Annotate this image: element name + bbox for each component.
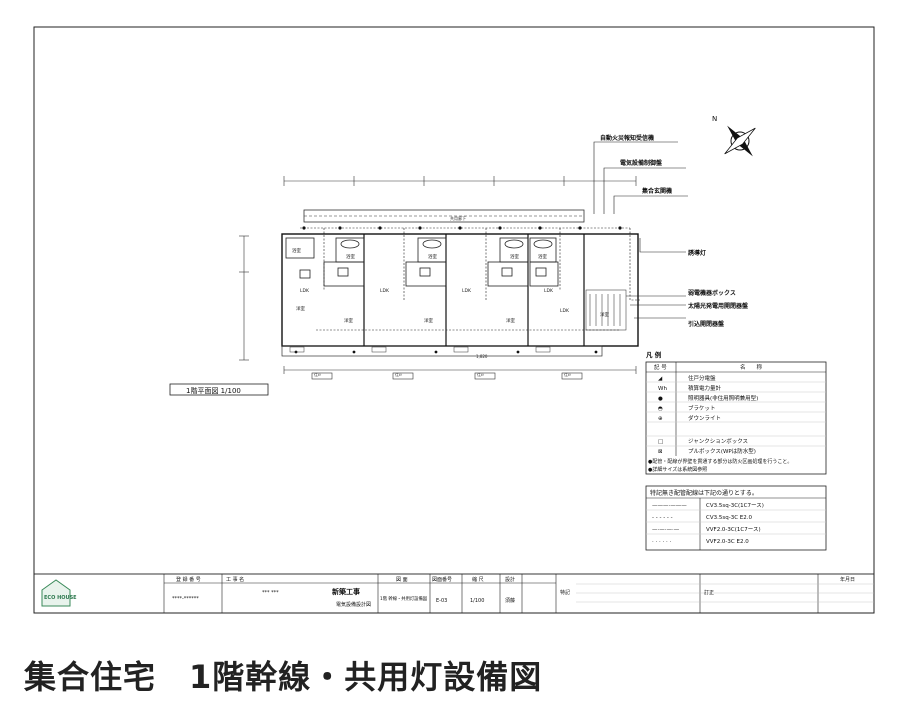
callouts — [593, 141, 688, 319]
wiring-spec-2: CV3.5sq-3C E2.0 — [706, 515, 753, 521]
header-note: 特記 — [560, 589, 570, 596]
header-scale: 縮 尺 — [472, 576, 484, 583]
legend-name-4: ブラケット — [688, 404, 716, 412]
legend-symbol-1: ◢ — [658, 376, 663, 382]
room-label-3: 洋室 — [506, 317, 515, 324]
drawing-sheet: N 1,820 共用廊下 — [33, 26, 875, 614]
wet-label-5: 浴室 — [292, 247, 301, 254]
wet-label-3: 浴室 — [510, 253, 519, 260]
company-logo: ECO HOUSE — [41, 579, 77, 607]
callout-solar-panel: 太陽光発電用開閉器盤 — [687, 302, 749, 310]
scale-label: 1階平面図 1/100 — [186, 386, 241, 395]
compass: N — [712, 115, 756, 157]
unit-label-3: LDK — [462, 288, 472, 294]
header-revision: 訂正 — [704, 589, 714, 596]
wiring-spec-4: VVF2.0-3C E2.0 — [706, 539, 749, 545]
logo-text: ECO HOUSE — [44, 595, 77, 601]
value-scale: 1/100 — [470, 598, 484, 604]
wiring-spec-3: VVF2.0-3C(1C7ース) — [706, 526, 761, 533]
header-work-name: 工 事 名 — [226, 576, 244, 583]
callout-comm-box: 弱電機器ボックス — [688, 289, 736, 297]
value-design: 須藤 — [505, 597, 515, 604]
legend-col-symbol: 記 号 — [654, 363, 667, 371]
legend-symbol-2: Wh — [658, 386, 667, 392]
room-label-1: 洋室 — [344, 317, 353, 324]
wiring-line-3: —·—·—·— — [652, 527, 680, 533]
balcony-label-4: 住戸 — [564, 372, 572, 377]
callout-exit-light: 誘導灯 — [688, 249, 706, 257]
legend: 凡 例 記 号 名 称 ◢ 住戸分電盤 Wh 積算電力量計 ● 照明器具(非住用… — [645, 350, 827, 475]
callout-fire-alarm: 自動火災報知受信機 — [600, 134, 654, 142]
unit-label-1: LDK — [300, 288, 310, 294]
callout-control-panel: 電気設備制御盤 — [620, 159, 663, 167]
legend-name-2: 積算電力量計 — [688, 384, 722, 392]
wet-label-2: 浴室 — [428, 253, 437, 260]
balcony-label-2: 住戸 — [395, 372, 403, 377]
wiring-line-1: ———·——— — [652, 503, 687, 509]
legend-col-name: 名 称 — [740, 363, 763, 371]
legend-title: 凡 例 — [645, 350, 662, 359]
value-title: 1階 幹線・共用灯設備図 — [380, 595, 427, 602]
value-name: *** *** — [262, 590, 279, 596]
wiring-line-2: - - - - - - — [652, 515, 673, 521]
dimension-lines — [239, 176, 637, 374]
unit-label-2: LDK — [380, 288, 390, 294]
header-design: 設計 — [505, 576, 515, 583]
header-date: 年月日 — [840, 576, 855, 583]
callout-entrance-unit: 集合玄関機 — [641, 187, 672, 195]
legend-symbol-7: □ — [658, 439, 663, 445]
legend-symbol-4: ◓ — [658, 406, 663, 412]
legend-symbol-3: ● — [658, 396, 663, 402]
title-block: ECO HOUSE 登 録 番 号 ****-****** 工 事 名 *** … — [33, 573, 875, 614]
sheet-frame — [33, 26, 875, 614]
legend-name-8: プルボックス(WPは防水型) — [688, 447, 756, 455]
room-label-4: 洋室 — [600, 311, 609, 318]
unit-label-4: LDK — [544, 288, 554, 294]
wiring-line-4: · · · · · · — [652, 539, 671, 545]
callout-service-panel: 引込開閉器盤 — [688, 320, 725, 328]
header-registration: 登 録 番 号 — [176, 576, 201, 583]
drawing-caption: 集合住宅 1階幹線・共用灯設備図 — [24, 658, 543, 696]
wiring-title: 特記無き配管配線は下記の通りとする。 — [650, 489, 758, 497]
legend-name-7: ジャンクションボックス — [688, 437, 748, 445]
legend-symbol-5: ⊕ — [658, 416, 663, 422]
room-label-5: 洋室 — [296, 305, 305, 312]
wet-label-4: 浴室 — [538, 253, 547, 260]
wet-label-1: 浴室 — [346, 253, 355, 260]
value-project: 新築工事 — [332, 587, 360, 596]
floor-plan: 共用廊下 — [281, 209, 640, 377]
dimension-tags — [311, 372, 583, 380]
compass-north-label: N — [712, 115, 717, 123]
unit-label-5: LDK — [560, 308, 570, 314]
legend-name-5: ダウンライト — [688, 414, 721, 422]
room-label-2: 洋室 — [424, 317, 433, 324]
balcony-label-3: 住戸 — [477, 372, 485, 377]
legend-note-1: ●配管・配線が界壁を貫通する部分は防火区画処理を行うこと。 — [648, 458, 792, 465]
header-title: 図 面 — [396, 577, 408, 583]
dimension-text: 1,820 — [476, 354, 488, 359]
header-sheet: 図面番号 — [432, 576, 452, 583]
legend-symbol-8: ⊠ — [658, 449, 663, 455]
balcony-label-1: 住戸 — [314, 372, 322, 377]
legend-name-3: 照明器具(非住用照明兼用型) — [688, 394, 758, 402]
legend-note-2: ●詳細サイズは系統図参照 — [648, 466, 707, 473]
value-sheet: E-03 — [436, 598, 447, 604]
corridor-label: 共用廊下 — [450, 215, 466, 221]
wiring-spec-1: CV3.5sq-3C(1C7ース) — [706, 502, 764, 509]
value-registration: ****-****** — [172, 596, 199, 602]
value-sub: 電気設備設計図 — [336, 601, 371, 608]
legend-name-1: 住戸分電盤 — [688, 374, 716, 382]
wiring-spec: 特記無き配管配線は下記の通りとする。 ———·——— CV3.5sq-3C(1C… — [645, 485, 827, 551]
